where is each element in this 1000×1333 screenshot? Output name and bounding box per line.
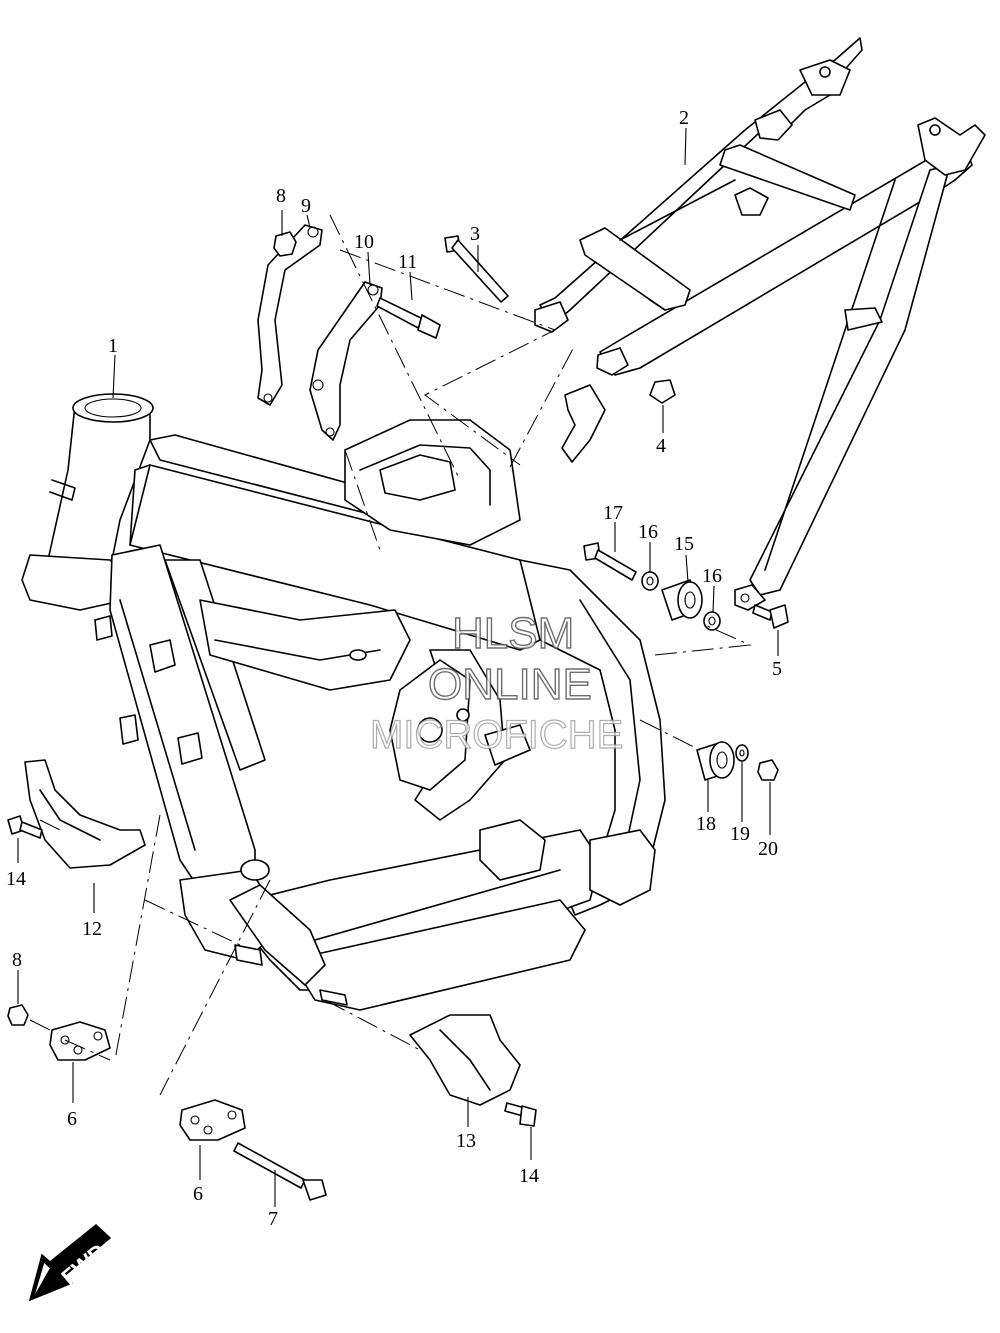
callout-15: 15 bbox=[674, 533, 694, 555]
callout-16a: 16 bbox=[638, 521, 658, 543]
fwd-direction-badge: FWD bbox=[28, 1224, 112, 1302]
assembly-centerlines bbox=[29, 214, 752, 1096]
bolt-part-17[interactable] bbox=[583, 542, 637, 581]
plate-part-6-left[interactable] bbox=[49, 1021, 111, 1061]
callout-4: 4 bbox=[656, 435, 666, 457]
callout-3: 3 bbox=[470, 223, 480, 245]
nut-part-8-upper[interactable] bbox=[273, 231, 297, 257]
bolt-part-11[interactable] bbox=[376, 297, 441, 339]
callout-2: 2 bbox=[679, 107, 689, 129]
watermark: HLSM ONLINE MICROFICHE bbox=[369, 608, 624, 757]
plate-part-6-lower[interactable] bbox=[179, 1099, 246, 1141]
nut-part-4[interactable] bbox=[649, 379, 676, 404]
callout-8b: 8 bbox=[12, 949, 22, 971]
callout-6b: 6 bbox=[193, 1183, 203, 1205]
watermark-line-3: MICROFICHE bbox=[370, 713, 623, 757]
nut-part-20[interactable] bbox=[757, 759, 779, 781]
washer-part-16-left[interactable] bbox=[641, 571, 659, 591]
callout-9: 9 bbox=[301, 195, 311, 217]
callout-18: 18 bbox=[696, 813, 716, 835]
watermark-line-2: ONLINE bbox=[428, 660, 592, 709]
callout-14a: 14 bbox=[6, 868, 26, 890]
washer-part-19[interactable] bbox=[735, 744, 749, 762]
callout-6a: 6 bbox=[67, 1108, 77, 1130]
callout-1: 1 bbox=[108, 335, 118, 357]
bolt-part-14-right[interactable] bbox=[504, 1102, 537, 1127]
bracket-part-10[interactable] bbox=[309, 281, 383, 441]
guard-part-13[interactable] bbox=[409, 1014, 521, 1106]
callout-16b: 16 bbox=[702, 565, 722, 587]
callout-12: 12 bbox=[82, 918, 102, 940]
callout-20: 20 bbox=[758, 838, 778, 860]
washer-part-16-right[interactable] bbox=[703, 611, 721, 631]
leader-lines bbox=[17, 127, 779, 1207]
collar-part-15[interactable] bbox=[661, 579, 703, 621]
callout-5: 5 bbox=[772, 658, 782, 680]
bracket-part-9[interactable] bbox=[257, 224, 323, 406]
callout-7: 7 bbox=[268, 1208, 278, 1230]
callout-19: 19 bbox=[730, 823, 750, 845]
collar-part-18[interactable] bbox=[696, 741, 735, 781]
callout-11: 11 bbox=[398, 251, 417, 273]
callout-13: 13 bbox=[456, 1130, 476, 1152]
callout-8a: 8 bbox=[276, 185, 286, 207]
seat-rail-subframe-part-2[interactable] bbox=[534, 37, 986, 611]
callout-14b: 14 bbox=[519, 1165, 539, 1187]
main-frame-part-1[interactable] bbox=[21, 393, 666, 1011]
bolt-part-5[interactable] bbox=[752, 604, 789, 629]
callout-10: 10 bbox=[354, 231, 374, 253]
bolt-part-14-left[interactable] bbox=[7, 815, 43, 839]
bolt-part-7[interactable] bbox=[233, 1142, 327, 1201]
watermark-line-1: HLSM bbox=[452, 609, 574, 658]
bolt-part-3[interactable] bbox=[444, 235, 509, 303]
guard-part-12[interactable] bbox=[24, 759, 146, 869]
callout-17: 17 bbox=[603, 502, 623, 524]
callout-labels: 1 2 3 4 5 6 6 7 8 8 9 10 11 12 13 14 14 … bbox=[6, 107, 782, 1230]
nut-part-8-lower[interactable] bbox=[7, 1004, 29, 1026]
